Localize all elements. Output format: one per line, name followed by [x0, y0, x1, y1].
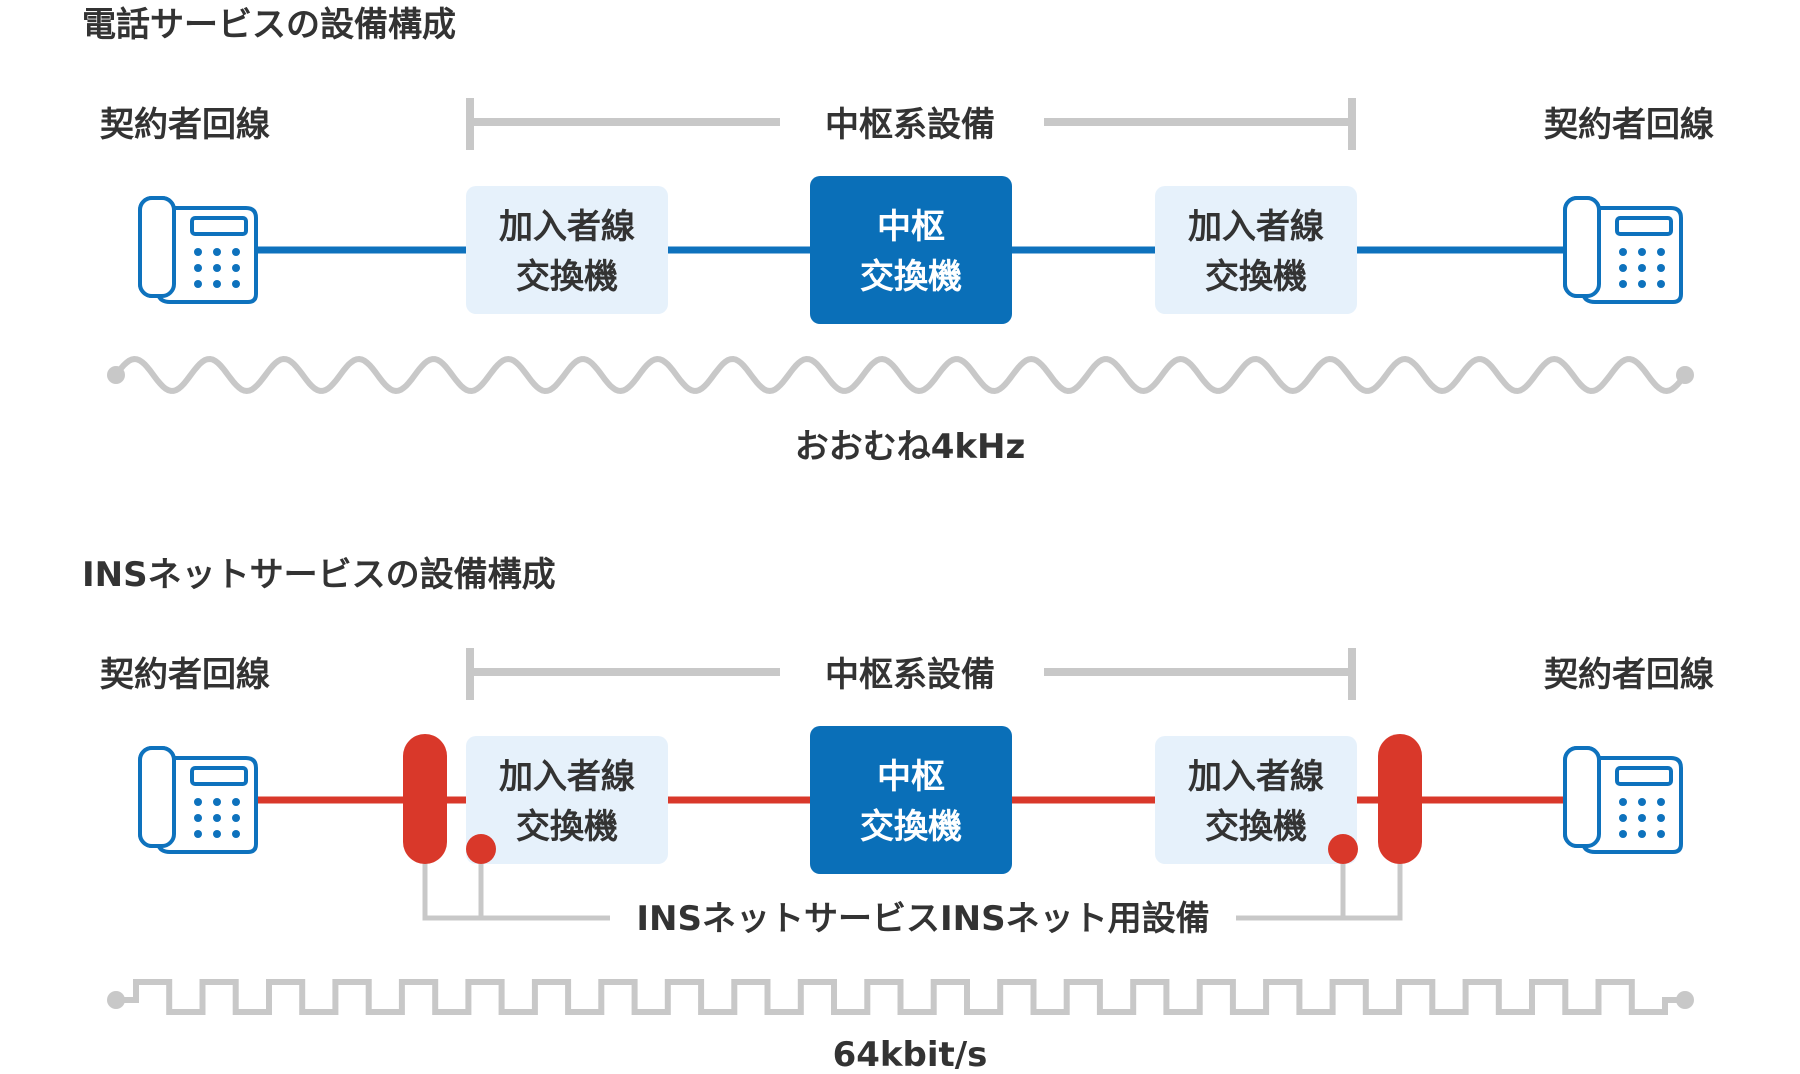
- section1-analog-wave: [113, 355, 1688, 395]
- section2-right-telephone-icon: [1563, 746, 1683, 854]
- section2-left-subscriber-label: 契約者回線: [100, 655, 270, 695]
- section2-right-switch-line1: 加入者線: [1188, 757, 1324, 797]
- section1-trunk-bracket: [466, 98, 1356, 150]
- section1-left-switch-line2: 交換機: [516, 257, 618, 297]
- section2-right-switch-line2: 交換機: [1205, 807, 1307, 847]
- section2-trunk-label: 中枢系設備: [825, 655, 995, 695]
- section2-center-switch-line2: 交換機: [860, 807, 962, 847]
- section2-center-switch-line1: 中枢: [877, 757, 945, 797]
- section1-left-subscriber-label: 契約者回線: [100, 105, 270, 145]
- section2-right-subscriber-switch: 加入者線 交換機: [1155, 736, 1357, 864]
- section1-right-switch-line2: 交換機: [1205, 257, 1307, 297]
- section2-equipment-label: INSネットサービスINSネット用設備: [636, 899, 1209, 939]
- section1-signal-label: おおむね4kHz: [795, 427, 1026, 467]
- section2-digital-wave: [116, 979, 1685, 1015]
- section1-left-subscriber-switch: 加入者線 交換機: [466, 186, 668, 314]
- section2-trunk-bracket: [466, 648, 1356, 700]
- section1-right-switch-line1: 加入者線: [1188, 207, 1324, 247]
- section1-center-switch-line1: 中枢: [877, 207, 945, 247]
- section1-title: 電話サービスの設備構成: [82, 5, 456, 45]
- section2-left-telephone-icon: [138, 746, 258, 854]
- section2-title: INSネットサービスの設備構成: [82, 555, 556, 595]
- section2-signal-label: 64kbit/s: [833, 1035, 988, 1074]
- section2-left-switch-line2: 交換機: [516, 807, 618, 847]
- section2-left-subscriber-switch: 加入者線 交換機: [466, 736, 668, 864]
- section1-left-telephone-icon: [138, 196, 258, 304]
- section1-right-subscriber-switch: 加入者線 交換機: [1155, 186, 1357, 314]
- section1-right-subscriber-label: 契約者回線: [1544, 105, 1714, 145]
- section1-center-switch-line2: 交換機: [860, 257, 962, 297]
- section2-left-ins-terminal: [403, 734, 447, 864]
- section1-trunk-label: 中枢系設備: [825, 105, 995, 145]
- section1-left-switch-line1: 加入者線: [499, 207, 635, 247]
- section2-right-ins-port: [1328, 834, 1358, 864]
- section2-center-trunk-switch: 中枢 交換機: [810, 726, 1012, 874]
- section2-right-subscriber-label: 契約者回線: [1544, 655, 1714, 695]
- section1-center-trunk-switch: 中枢 交換機: [810, 176, 1012, 324]
- section2-right-ins-terminal: [1378, 734, 1422, 864]
- section2-left-ins-port: [466, 834, 496, 864]
- section2-left-switch-line1: 加入者線: [499, 757, 635, 797]
- section1-right-telephone-icon: [1563, 196, 1683, 304]
